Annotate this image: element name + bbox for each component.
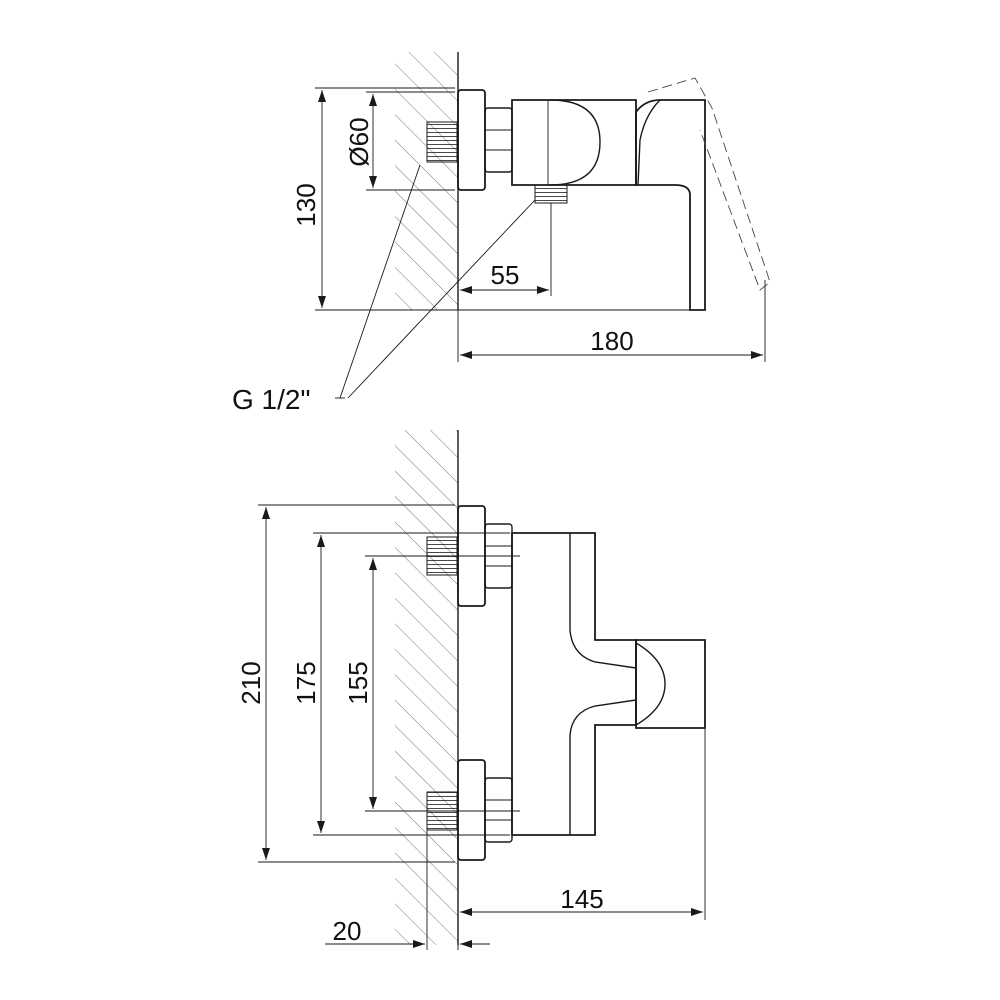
dim-175-label: 175 [291,661,321,704]
wall-hatch-front [395,430,458,945]
top-view: 130 Ø60 55 180 G 1/2" [232,52,771,415]
outlet-thread-top [534,184,568,204]
dim-210-label: 210 [236,661,266,704]
dim-130-label: 130 [291,183,321,226]
dim-20-label: 20 [333,916,362,946]
dim-55-label: 55 [491,260,520,290]
dim-diameter-label: Ø60 [344,117,374,166]
hex-nut-top [484,107,513,173]
dim-155-label: 155 [343,661,373,704]
thread-label: G 1/2" [232,384,310,415]
front-view: 210 175 155 145 20 [236,430,706,950]
wall-hatch-top [395,52,458,310]
dim-145-label: 145 [560,884,603,914]
mixer-body-front [511,532,637,836]
handle-top [635,99,706,311]
handle-alt-position [647,77,771,291]
dim-180-label: 180 [590,326,633,356]
handle-front [635,639,706,729]
inlet-thread-top [426,121,458,163]
mixer-body-top [511,99,637,186]
hex-nut-lower [484,777,513,843]
escutcheon-lower [457,759,486,861]
escutcheon-top [457,89,486,191]
